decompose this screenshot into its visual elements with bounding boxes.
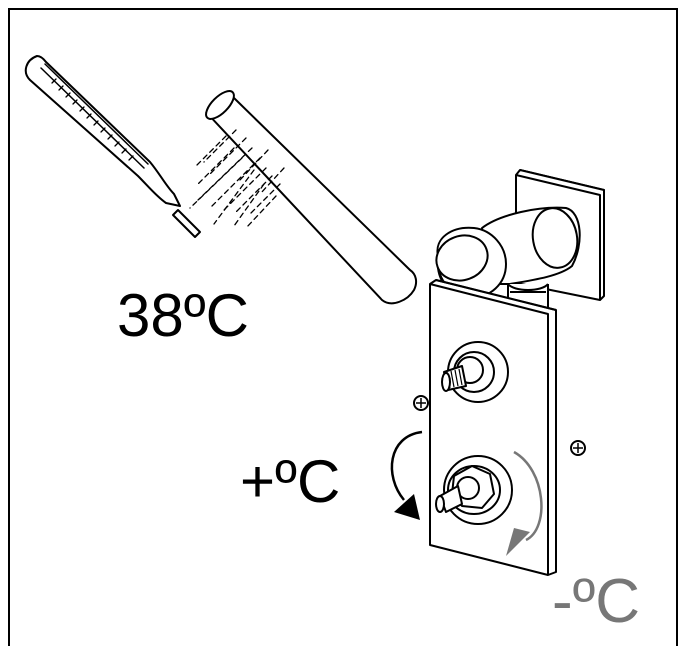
hand-shower-icon	[189, 90, 418, 305]
frame-border	[8, 8, 678, 646]
thermometer-icon	[24, 55, 201, 238]
fixing-screw-right	[570, 440, 586, 456]
flow-spindle	[441, 341, 509, 403]
setpoint-temperature-label: 38ºC	[117, 282, 249, 349]
decrease-temperature-label: -ºC	[552, 567, 640, 636]
valve-body	[429, 279, 557, 576]
shower-handle	[205, 90, 418, 305]
water-spray	[189, 129, 285, 229]
outlet-cap	[435, 226, 507, 299]
clockwise-arrow-icon	[390, 430, 423, 520]
thermostatic-valve-icon	[413, 169, 605, 576]
fixing-screw-left	[413, 395, 429, 411]
increase-temperature-label: +ºC	[240, 448, 340, 515]
thermostatic-spindle	[435, 455, 513, 525]
counterclockwise-arrow-icon	[506, 450, 543, 556]
